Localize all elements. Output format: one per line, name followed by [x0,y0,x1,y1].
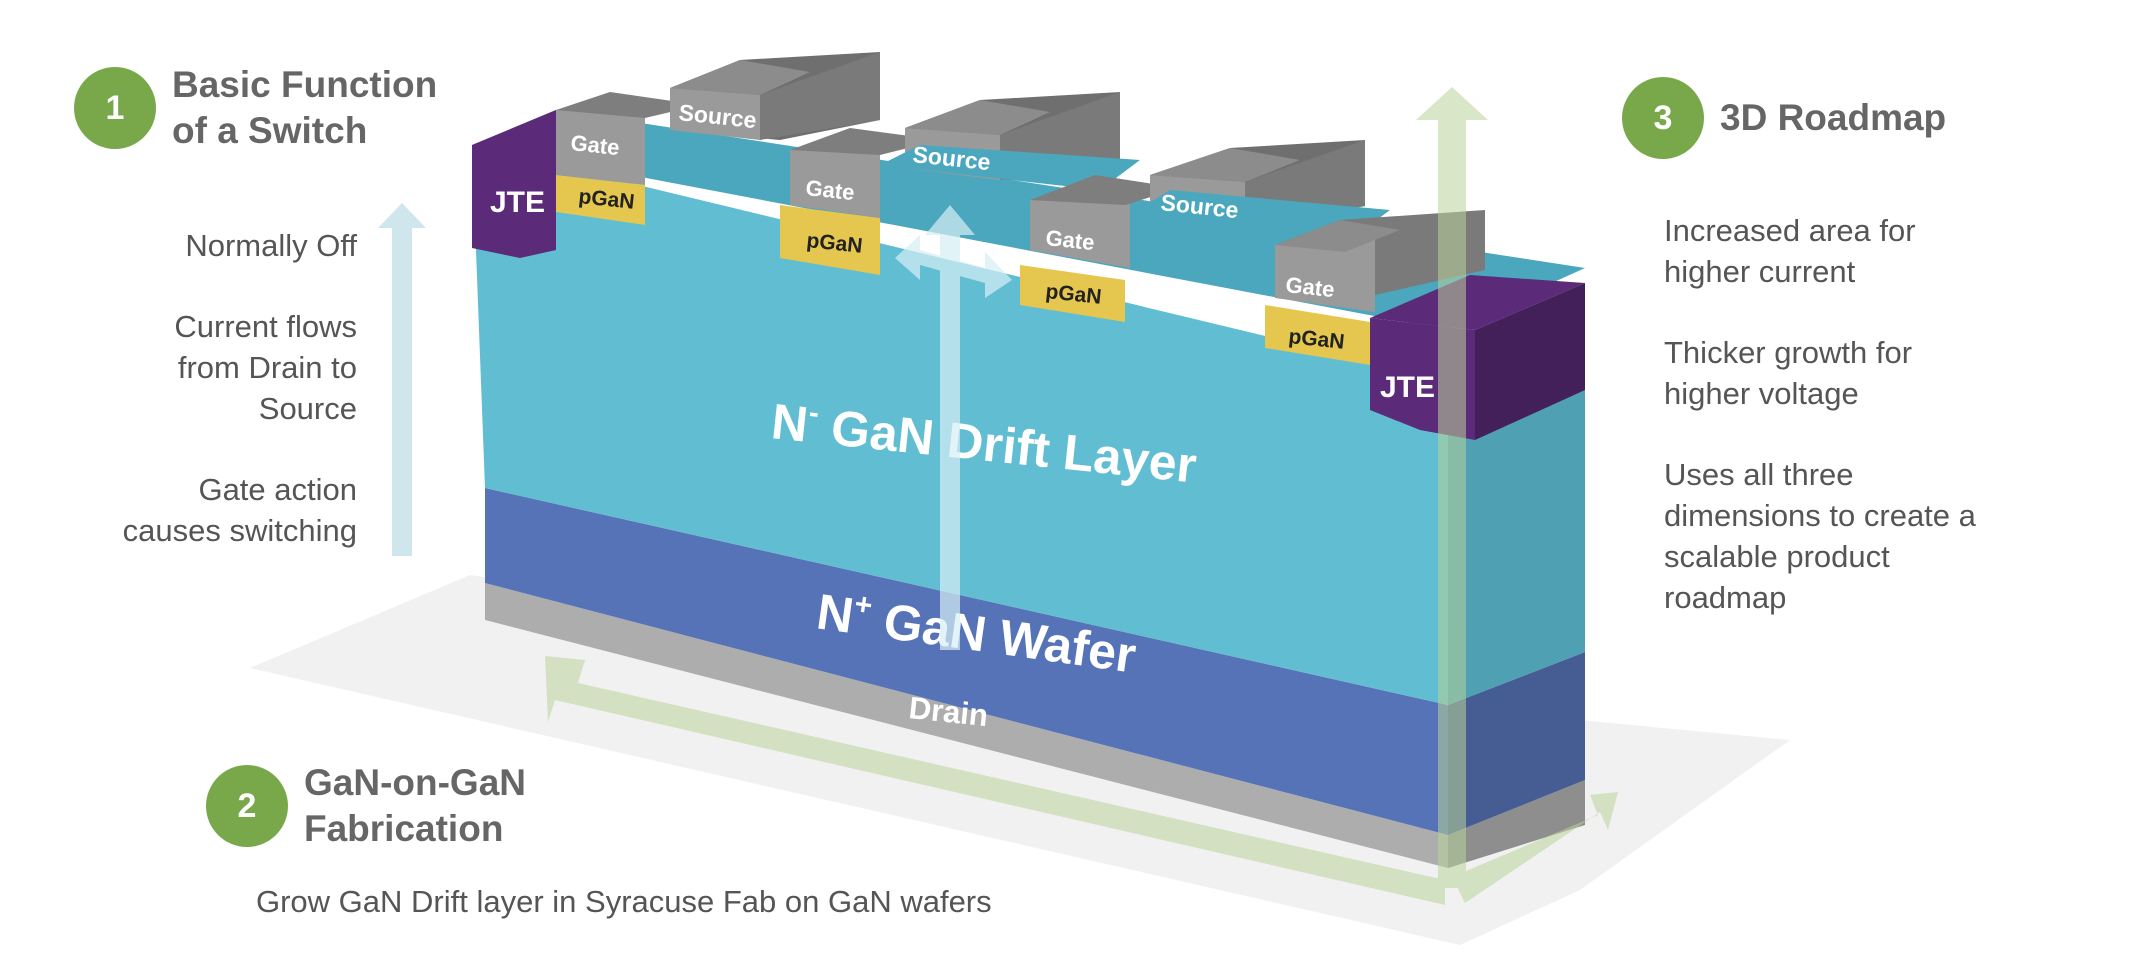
fabrication-note: Grow GaN Drift layer in Syracuse Fab on … [256,884,992,919]
drain-label: Drain [907,690,989,733]
note-line: Source [258,391,357,426]
note-line: Current flows [174,309,357,344]
depth-roadmap-arrow [545,656,1445,905]
gate-label-3: Gate [1044,225,1095,255]
note-line: Normally Off [185,228,357,263]
jte-right-top [1370,275,1585,330]
cell-1 [556,52,880,225]
gate-label-1: Gate [569,130,620,160]
roadmap-notes: Increased area for higher current Thicke… [1664,210,2064,658]
note-line: roadmap [1664,580,1787,615]
jte-left [472,110,556,258]
section-2-badge: 2 [206,765,288,847]
roadmap-arrows [545,87,1618,905]
note-line: Uses all three [1664,457,1854,492]
cell-4 [1265,210,1485,365]
section-basic-function: 1 Basic Function of a Switch [74,62,437,154]
note-line: causes switching [122,513,357,548]
vertical-roadmap-arrow [1416,87,1488,888]
wafer-layer-side [1448,652,1585,835]
gate-label-4: Gate [1284,272,1335,302]
note-current-flow: Current flows from Drain to Source [60,306,357,429]
jte-label-right: JTE [1380,371,1435,404]
section-1-title-line: Basic Function [172,64,438,105]
note-line: Gate action [198,472,357,507]
section-3-badge: 3 [1622,77,1704,159]
section-1-title-line: of a Switch [172,110,368,151]
note-line: higher voltage [1664,376,1859,411]
width-roadmap-arrow [1452,792,1618,903]
cell-3 [1020,140,1390,322]
note-line: from Drain to [177,350,357,385]
section-2-title-line: Fabrication [304,808,504,849]
section-3-title: 3D Roadmap [1720,95,1946,141]
current-flow-arrow [895,205,1012,650]
section-3-title-line: 3D Roadmap [1720,97,1947,138]
section-fabrication: 2 GaN-on-GaN Fabrication [206,760,526,852]
jte-right-side [1475,283,1585,440]
note-gate-action: Gate action causes switching [60,469,357,551]
drain-layer [485,583,1448,868]
vertical-current-arrow-left [378,203,426,556]
drain-layer-side [1448,780,1585,868]
section-2-title-line: GaN-on-GaN [304,762,526,803]
note-line: dimensions to create a [1664,498,1976,533]
note-normally-off: Normally Off [60,225,357,266]
cell-2 [780,92,1140,275]
note-thicker-growth: Thicker growth for higher voltage [1664,332,2064,414]
basic-function-notes: Normally Off Current flows from Drain to… [60,225,357,591]
jte-label-left: JTE [490,186,545,219]
note-line: Increased area for [1664,213,1916,248]
note-line: Thicker growth for [1664,335,1913,370]
section-2-title: GaN-on-GaN Fabrication [304,760,526,852]
wafer-layer [485,488,1448,835]
section-1-title: Basic Function of a Switch [172,62,437,154]
note-three-dimensions: Uses all three dimensions to create a sc… [1664,454,2064,618]
note-line: scalable product [1664,539,1890,574]
note-increased-area: Increased area for higher current [1664,210,2064,292]
note-line: higher current [1664,254,1856,289]
section-3d-roadmap: 3 3D Roadmap [1622,77,1946,159]
section-1-badge: 1 [74,67,156,149]
gate-label-2: Gate [804,175,855,205]
